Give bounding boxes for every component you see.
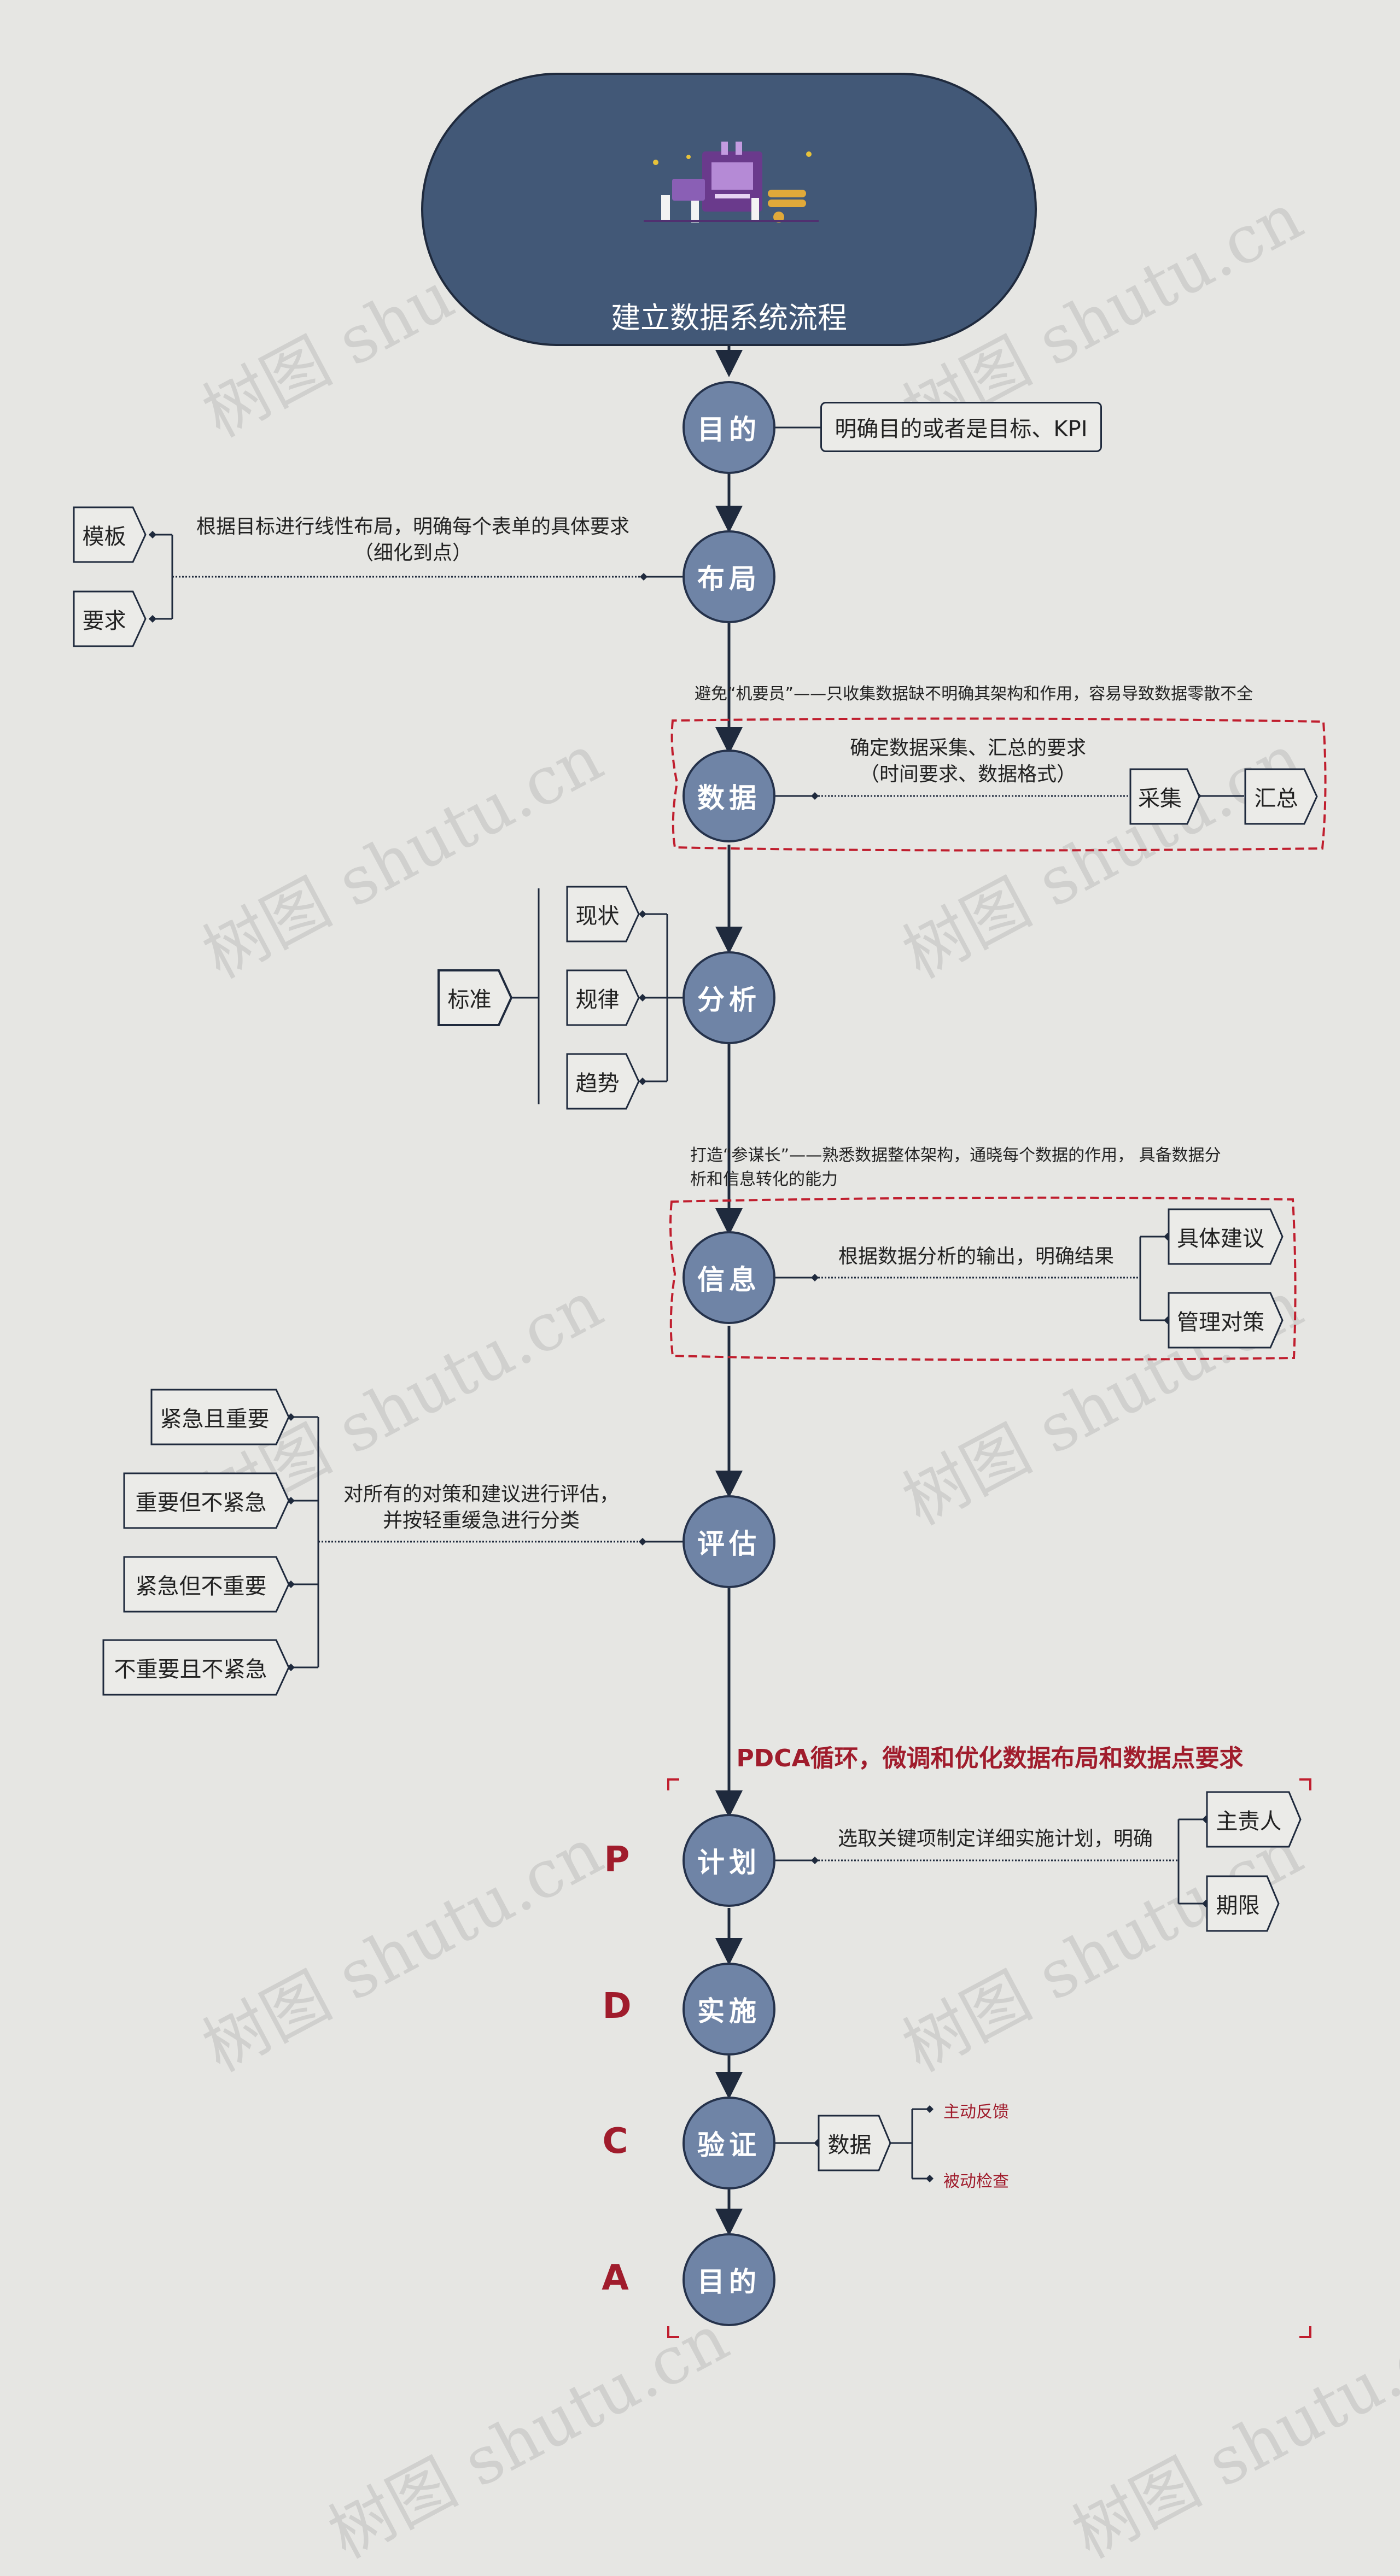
evaluate-tag-important-not-urgent[interactable]: 重要但不紧急 <box>123 1472 290 1529</box>
data-note-line: （时间要求、数据格式） <box>859 763 1076 786</box>
verify-item-passive-check: 被动检查 <box>943 2172 1009 2191</box>
layout-note-line: （细化到点） <box>353 542 472 564</box>
tag-label: 期限 <box>1216 1893 1260 1918</box>
info-note: 根据数据分析的输出，明确结果 <box>838 1245 1114 1268</box>
tag-label: 重要但不紧急 <box>135 1490 267 1515</box>
evaluate-tag-urgent-not-important[interactable]: 紧急但不重要 <box>123 1556 290 1613</box>
pdca-title: PDCA循环，微调和优化数据布局和数据点要求 <box>736 1744 1244 1772</box>
evaluate-note-line: 并按轻重缓急进行分类 <box>382 1509 580 1532</box>
node-data[interactable]: 数据 <box>682 750 775 842</box>
plan-tag-deadline[interactable]: 期限 <box>1206 1875 1280 1932</box>
tag-label: 标准 <box>447 987 492 1012</box>
node-implement[interactable]: 实施 <box>682 1963 775 2056</box>
node-goal-final[interactable]: 目的 <box>682 2233 775 2326</box>
data-note: 确定数据采集、汇总的要求 （时间要求、数据格式） <box>809 735 1127 788</box>
info-tag-measures[interactable]: 管理对策 <box>1168 1292 1284 1349</box>
analysis-tag-status[interactable]: 现状 <box>566 886 640 942</box>
node-goal[interactable]: 目的 <box>682 381 775 474</box>
pdca-letter-d: D <box>602 1986 632 2027</box>
node-evaluate[interactable]: 评估 <box>682 1495 775 1588</box>
tag-label: 趋势 <box>575 1071 620 1096</box>
tag-label: 现状 <box>575 904 620 929</box>
tag-label: 管理对策 <box>1177 1310 1264 1335</box>
layout-tag-requirement[interactable]: 要求 <box>73 590 147 647</box>
evaluate-tag-urgent-important[interactable]: 紧急且重要 <box>150 1389 290 1445</box>
pdca-letter-p: P <box>604 1840 630 1880</box>
tag-label: 紧急但不重要 <box>135 1574 267 1599</box>
evaluate-tag-neither[interactable]: 不重要且不紧急 <box>102 1639 290 1696</box>
pdca-letter-c: C <box>602 2121 628 2162</box>
info-tag-suggestions[interactable]: 具体建议 <box>1168 1208 1284 1265</box>
layout-note-line: 根据目标进行线性布局，明确每个表单的具体要求 <box>196 516 629 538</box>
data-system-illustration-icon <box>644 142 819 223</box>
tag-label: 不重要且不紧急 <box>114 1657 267 1682</box>
info-tip: 打造“参谋长”——熟悉数据整体架构，通晓每个数据的作用， 具备数据分 析和信息转… <box>690 1144 1221 1192</box>
node-plan[interactable]: 计划 <box>682 1814 775 1907</box>
analysis-standard[interactable]: 标准 <box>438 969 512 1026</box>
analysis-tag-pattern[interactable]: 规律 <box>566 969 640 1026</box>
evaluate-note-line: 对所有的对策和建议进行评估， <box>343 1483 619 1506</box>
page-title: 建立数据系统流程 <box>611 301 847 335</box>
verify-item-active-feedback: 主动反馈 <box>943 2103 1009 2122</box>
layout-tag-template[interactable]: 模板 <box>73 506 147 563</box>
data-tag-collect[interactable]: 采集 <box>1129 768 1200 825</box>
evaluate-note: 对所有的对策和建议进行评估， 并按轻重缓急进行分类 <box>323 1482 640 1534</box>
tag-label: 汇总 <box>1254 786 1298 811</box>
pdca-letter-a: A <box>602 2258 629 2298</box>
tag-label: 采集 <box>1138 786 1182 811</box>
verify-tag-data[interactable]: 数据 <box>818 2115 891 2171</box>
tag-label: 主责人 <box>1216 1809 1282 1834</box>
header-capsule: 建立数据系统流程 <box>421 73 1037 346</box>
node-layout[interactable]: 布局 <box>682 530 775 623</box>
node-verify[interactable]: 验证 <box>682 2097 775 2189</box>
info-tip-line: 析和信息转化的能力 <box>690 1170 838 1189</box>
analysis-tag-trend[interactable]: 趋势 <box>566 1053 640 1110</box>
tag-label: 具体建议 <box>1177 1226 1264 1251</box>
info-tip-line: 打造“参谋长”——熟悉数据整体架构，通晓每个数据的作用， 具备数据分 <box>690 1146 1221 1165</box>
data-tag-summary[interactable]: 汇总 <box>1244 768 1318 825</box>
data-tip: 避免“机要员”——只收集数据缺不明确其架构和作用，容易导致数据零散不全 <box>695 684 1253 704</box>
node-info[interactable]: 信息 <box>682 1231 775 1324</box>
tag-label: 数据 <box>827 2133 872 2158</box>
tag-label: 模板 <box>82 524 126 549</box>
data-note-line: 确定数据采集、汇总的要求 <box>849 737 1086 759</box>
plan-note: 选取关键项制定详细实施计划，明确 <box>837 1828 1153 1850</box>
tag-label: 规律 <box>575 987 620 1012</box>
tag-label: 要求 <box>82 608 126 634</box>
connector-lines <box>149 342 1327 2338</box>
node-analysis[interactable]: 分析 <box>682 951 775 1044</box>
tag-label: 紧急且重要 <box>160 1407 270 1432</box>
goal-box[interactable]: 明确目的或者是目标、KPI <box>820 402 1102 452</box>
plan-tag-owner[interactable]: 主责人 <box>1206 1791 1302 1848</box>
layout-note: 根据目标进行线性布局，明确每个表单的具体要求 （细化到点） <box>186 514 640 566</box>
